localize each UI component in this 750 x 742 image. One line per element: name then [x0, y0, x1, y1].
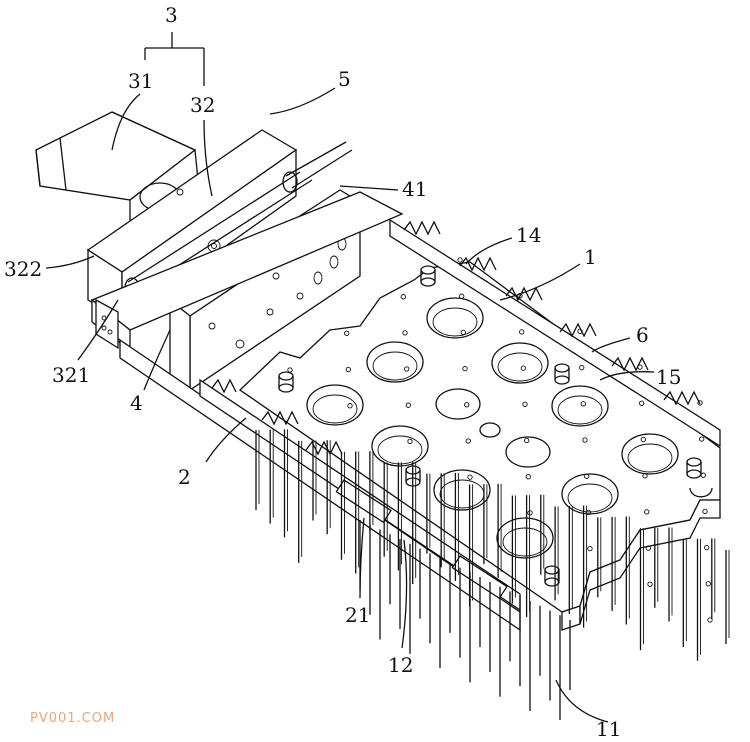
probe-needle — [597, 517, 602, 598]
probe-needle — [696, 538, 701, 661]
probe-needle — [611, 516, 616, 611]
probe-needle — [511, 495, 516, 604]
screw-hole — [697, 400, 703, 406]
screw-hole — [520, 365, 526, 371]
screw-hole — [400, 294, 406, 300]
screw-hole — [579, 364, 585, 371]
probe-needle — [426, 473, 431, 554]
watermark-text: PV001.COM — [30, 711, 115, 726]
probe-needle — [639, 528, 644, 651]
screw-hole — [587, 545, 593, 552]
screw-hole — [459, 293, 465, 299]
probe-needle — [440, 473, 445, 568]
label-14: 14 — [516, 223, 541, 247]
screw-hole — [344, 330, 350, 336]
screw-hole — [519, 329, 525, 335]
probe-needle — [298, 440, 303, 563]
probe-needle — [668, 527, 673, 622]
screw-hole — [707, 617, 713, 623]
probe-needle — [312, 440, 317, 521]
screw-hole — [704, 544, 710, 551]
probe-needle — [540, 494, 545, 575]
probe-needle — [711, 538, 716, 619]
probe-needle — [725, 550, 730, 644]
probe-needle — [340, 451, 345, 560]
probe-needle — [255, 430, 260, 510]
probe-needle — [397, 462, 402, 571]
screw-holes — [287, 257, 713, 623]
probe-needle — [454, 472, 459, 581]
screw-hole — [457, 257, 463, 263]
screw-hole — [402, 330, 408, 336]
screw-hole — [404, 366, 410, 372]
screw-hole — [645, 545, 651, 551]
probe-needle — [568, 506, 573, 614]
label-21: 21 — [345, 603, 370, 627]
label-41: 41 — [402, 177, 427, 201]
label-15: 15 — [656, 365, 681, 389]
screw-hole — [347, 403, 353, 409]
screw-hole — [580, 401, 586, 407]
probe-needle — [654, 527, 659, 608]
label-11: 11 — [596, 717, 621, 741]
screw-hole — [465, 438, 471, 444]
screw-hole — [640, 436, 646, 443]
screw-hole — [582, 437, 588, 443]
probe-needle — [355, 451, 360, 574]
label-5: 5 — [338, 67, 351, 91]
screw-hole — [705, 581, 711, 587]
bore-holes — [306, 297, 713, 559]
label-4: 4 — [130, 391, 143, 415]
screw-hole — [345, 366, 351, 373]
probe-needle — [283, 429, 288, 538]
leader-lines — [45, 32, 655, 723]
screw-hole — [702, 508, 708, 515]
probe-needle — [483, 484, 488, 565]
label-12: 12 — [388, 653, 413, 677]
main-plate-1 — [238, 261, 721, 631]
probe-needle — [326, 440, 331, 535]
screw-hole — [405, 402, 411, 408]
screw-hole — [522, 401, 528, 407]
screw-hole — [462, 365, 468, 372]
screw-hole — [467, 474, 473, 480]
probe-needle — [369, 451, 374, 532]
probe-needle — [269, 429, 274, 524]
screw-hole — [585, 509, 591, 516]
probe-needle — [554, 506, 559, 601]
label-6: 6 — [636, 323, 649, 347]
label-3: 3 — [165, 3, 178, 27]
probe-needle — [412, 462, 417, 584]
probe-needle — [383, 462, 388, 557]
screw-hole — [639, 400, 645, 406]
probe-needle — [525, 495, 531, 618]
label-31: 31 — [128, 69, 153, 93]
screw-hole — [464, 402, 470, 408]
probe-needle — [582, 505, 588, 628]
part-labels: 3 31 32 5 41 322 14 1 321 4 6 15 2 21 12… — [4, 3, 681, 741]
screw-hole — [584, 473, 590, 479]
screw-hole — [407, 438, 413, 445]
screw-hole — [524, 437, 530, 444]
probe-needles-11 — [255, 429, 730, 720]
label-2: 2 — [178, 465, 191, 489]
label-1: 1 — [584, 245, 597, 269]
spring-rail-6 — [389, 218, 721, 448]
probe-needle — [497, 483, 502, 578]
probe-needle — [682, 539, 687, 648]
screw-hole — [644, 509, 650, 515]
screw-hole — [647, 581, 653, 587]
screw-hole — [525, 474, 531, 480]
probe-needle — [625, 516, 630, 625]
screw-hole — [460, 329, 466, 336]
label-321: 321 — [52, 363, 90, 387]
screw-hole — [699, 436, 705, 442]
label-322: 322 — [4, 257, 42, 281]
screw-hole — [642, 473, 648, 479]
label-32: 32 — [190, 93, 215, 117]
